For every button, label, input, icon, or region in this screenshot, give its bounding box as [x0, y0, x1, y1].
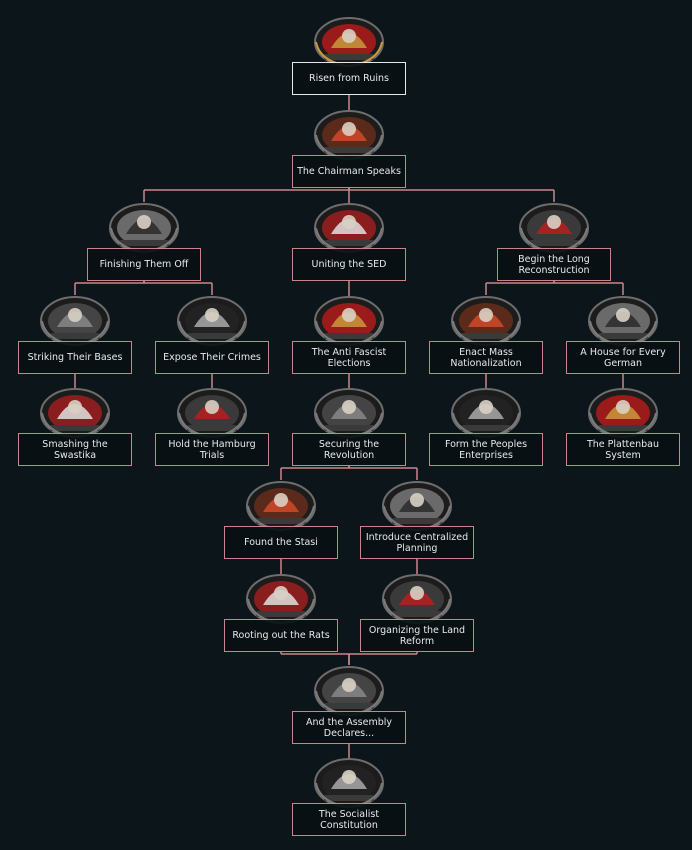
focus-expose[interactable]: Expose Their Crimes: [155, 296, 269, 374]
focus-enterprises[interactable]: Form the Peoples Enterprises: [429, 388, 543, 466]
focus-label-box[interactable]: Hold the Hamburg Trials: [155, 433, 269, 466]
focus-label: Risen from Ruins: [308, 73, 389, 84]
focus-label: Smashing the Swastika: [42, 438, 108, 461]
focus-label: Organizing the Land Reform: [368, 624, 466, 647]
courtroom-icon: [169, 379, 255, 441]
focus-label-box[interactable]: The Socialist Constitution: [292, 803, 406, 836]
focus-label-box[interactable]: Introduce Centralized Planning: [360, 526, 474, 559]
focus-constitution[interactable]: The Socialist Constitution: [292, 758, 406, 836]
focus-label: Begin the Long Reconstruction: [518, 253, 590, 276]
skull-documents-icon: [169, 287, 255, 349]
workers-wheel-icon: [443, 379, 529, 441]
focus-label: A House for Every German: [580, 346, 666, 369]
focus-label: The Chairman Speaks: [297, 166, 401, 177]
focus-elections[interactable]: The Anti Fascist Elections: [292, 296, 406, 374]
focus-label-box[interactable]: Found the Stasi: [224, 526, 338, 559]
focus-label-box[interactable]: Uniting the SED: [292, 248, 406, 281]
focus-assembly[interactable]: And the Assembly Declares...: [292, 666, 406, 744]
focus-label-box[interactable]: Enact Mass Nationalization: [429, 341, 543, 374]
officer-banner-icon: [306, 379, 392, 441]
focus-label: The Anti Fascist Elections: [311, 346, 387, 369]
focus-label-box[interactable]: Form the Peoples Enterprises: [429, 433, 543, 466]
focus-label-box[interactable]: Rooting out the Rats: [224, 619, 338, 652]
focus-label: Finishing Them Off: [99, 259, 189, 270]
focus-label: The Socialist Constitution: [318, 808, 380, 831]
focus-reconstruction[interactable]: Begin the Long Reconstruction: [497, 203, 611, 281]
plattenbau-block-icon: [580, 379, 666, 441]
focus-chairman[interactable]: The Chairman Speaks: [292, 110, 406, 188]
document-flag-icon: [306, 657, 392, 719]
focus-label-box[interactable]: And the Assembly Declares...: [292, 711, 406, 744]
stasi-officer-icon: [238, 472, 324, 534]
constitution-eagle-icon: [306, 749, 392, 811]
focus-label: Striking Their Bases: [27, 352, 123, 363]
family-apartments-icon: [580, 287, 666, 349]
focus-house[interactable]: A House for Every German: [566, 296, 680, 374]
focus-striking[interactable]: Striking Their Bases: [18, 296, 132, 374]
focus-label-box[interactable]: Organizing the Land Reform: [360, 619, 474, 652]
focus-label-box[interactable]: The Anti Fascist Elections: [292, 341, 406, 374]
focus-landreform[interactable]: Organizing the Land Reform: [360, 574, 474, 652]
antifascist-poster-icon: [306, 287, 392, 349]
focus-hamburg[interactable]: Hold the Hamburg Trials: [155, 388, 269, 466]
gdr-emblem-icon: [306, 8, 392, 70]
planning-calculator-icon: [374, 472, 460, 534]
burning-helmet-icon: [101, 194, 187, 256]
focus-label: And the Assembly Declares...: [306, 716, 392, 739]
focus-label: Enact Mass Nationalization: [450, 346, 522, 369]
focus-label-box[interactable]: The Chairman Speaks: [292, 155, 406, 188]
hammer-swastika-icon: [32, 379, 118, 441]
focus-label-box[interactable]: Expose Their Crimes: [155, 341, 269, 374]
focus-label: Uniting the SED: [311, 259, 387, 270]
focus-label: Hold the Hamburg Trials: [168, 438, 256, 461]
focus-label-box[interactable]: Finishing Them Off: [87, 248, 201, 281]
focus-nationalization[interactable]: Enact Mass Nationalization: [429, 296, 543, 374]
focus-label: Form the Peoples Enterprises: [444, 438, 528, 461]
focus-risen[interactable]: Risen from Ruins: [292, 17, 406, 95]
focus-label-box[interactable]: Begin the Long Reconstruction: [497, 248, 611, 281]
focus-smashing[interactable]: Smashing the Swastika: [18, 388, 132, 466]
focus-plattenbau[interactable]: The Plattenbau System: [566, 388, 680, 466]
focus-label-box[interactable]: Striking Their Bases: [18, 341, 132, 374]
focus-planning[interactable]: Introduce Centralized Planning: [360, 481, 474, 559]
swastika-rubble-icon: [32, 287, 118, 349]
farmers-emblem-icon: [374, 565, 460, 627]
focus-label: Rooting out the Rats: [232, 630, 330, 641]
focus-label-box[interactable]: Securing the Revolution: [292, 433, 406, 466]
focus-rats[interactable]: Rooting out the Rats: [224, 574, 338, 652]
focus-label-box[interactable]: A House for Every German: [566, 341, 680, 374]
focus-sed[interactable]: Uniting the SED: [292, 203, 406, 281]
focus-label: The Plattenbau System: [586, 438, 660, 461]
focus-stasi[interactable]: Found the Stasi: [224, 481, 338, 559]
focus-label: Introduce Centralized Planning: [365, 531, 469, 554]
focus-label: Expose Their Crimes: [163, 352, 261, 363]
focus-label-box[interactable]: Risen from Ruins: [292, 62, 406, 95]
focus-securing[interactable]: Securing the Revolution: [292, 388, 406, 466]
focus-label: Found the Stasi: [244, 537, 318, 548]
barbed-wire-rat-icon: [238, 565, 324, 627]
focus-label-box[interactable]: The Plattenbau System: [566, 433, 680, 466]
factory-building-icon: [511, 194, 597, 256]
chairman-portrait-icon: [306, 101, 392, 163]
focus-finishing[interactable]: Finishing Them Off: [87, 203, 201, 281]
focus-label-box[interactable]: Smashing the Swastika: [18, 433, 132, 466]
nationalization-papers-icon: [443, 287, 529, 349]
party-members-icon: [306, 194, 392, 256]
focus-label: Securing the Revolution: [318, 438, 380, 461]
